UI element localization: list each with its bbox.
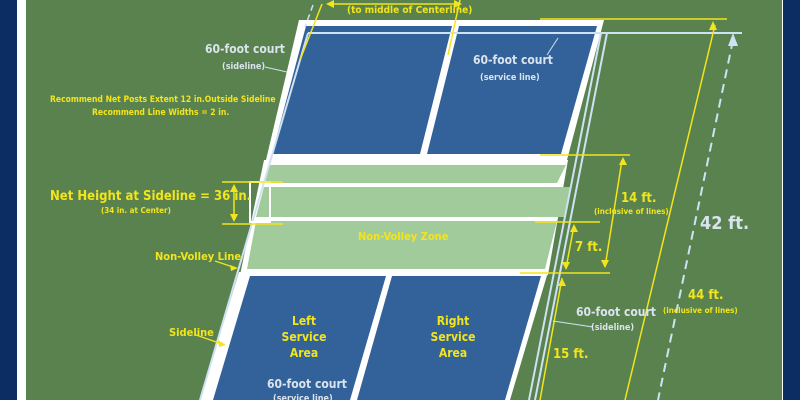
- sixty-foot-service-top-title: 60-foot court: [473, 53, 553, 67]
- forty-four-ft-label: 44 ft.: [688, 288, 723, 303]
- svg-text:Left: Left: [292, 314, 316, 328]
- sideline-pointer: [195, 334, 223, 345]
- sixty-foot-sideline-right-sub: (sideline): [591, 323, 634, 333]
- non-volley-zone-mid: [256, 187, 570, 217]
- top-dimension-sub: (to middle of Centerline): [347, 5, 472, 16]
- sixty-foot-service-bottom-title: 60-foot court: [267, 377, 347, 391]
- near-left-service-area: [213, 276, 386, 400]
- svg-text:Service: Service: [282, 330, 327, 344]
- svg-text:Area: Area: [439, 346, 467, 360]
- sixty-foot-service-top-sub: (service line): [480, 73, 540, 83]
- near-right-service-area: [357, 276, 541, 400]
- far-right-service-area: [427, 26, 597, 154]
- fourteen-ft-sub: (inclusive of lines): [594, 207, 669, 216]
- recommend-lines-note: Recommend Line Widths = 2 in.: [92, 108, 229, 118]
- sixty-foot-sideline-top-title: 60-foot court: [205, 42, 285, 56]
- forty-two-ft-dashed-line: [657, 39, 734, 400]
- net-height-sub: (34 in. at Center): [101, 206, 171, 215]
- fourteen-ft-label: 14 ft.: [621, 191, 656, 206]
- sixty-foot-court-lines: [199, 32, 742, 400]
- sideline-label: Sideline: [169, 326, 214, 339]
- recommend-posts-note: Recommend Net Posts Extent 12 in.Outside…: [50, 95, 276, 105]
- forty-two-ft-label: 42 ft.: [700, 213, 749, 234]
- seven-ft-label: 7 ft.: [575, 240, 602, 255]
- sixty-foot-sideline-right-title: 60-foot court: [576, 305, 656, 319]
- svg-text:Right: Right: [437, 314, 470, 328]
- sixty-foot-service-bottom-sub: (service line): [273, 394, 333, 400]
- non-volley-zone-far: [265, 165, 566, 183]
- non-volley-line-label: Non-Volley Line: [155, 250, 241, 263]
- far-left-service-area: [272, 26, 452, 154]
- court: [200, 20, 604, 400]
- top-dashed-line: [304, 4, 314, 28]
- non-volley-zone-label: Non-Volley Zone: [358, 230, 449, 243]
- non-volley-line-pointer: [214, 260, 237, 269]
- right-service-area-label: Right Service Area: [431, 314, 476, 360]
- sideline-top-pointer: [264, 66, 288, 73]
- fifteen-ft-label: 15 ft.: [553, 347, 588, 362]
- service-line-top-pointer: [546, 37, 559, 56]
- left-service-area-label: Left Service Area: [282, 314, 327, 360]
- net-height-label: Net Height at Sideline = 36 in.: [50, 189, 251, 204]
- svg-text:Area: Area: [290, 346, 318, 360]
- sixty-foot-sideline-top-sub: (sideline): [222, 62, 265, 72]
- non-volley-zone-near: [247, 221, 557, 269]
- svg-text:Service: Service: [431, 330, 476, 344]
- forty-four-ft-sub: (inclusive of lines): [663, 306, 738, 315]
- forty-two-ft-arrowhead: [728, 33, 738, 46]
- sideline-right-pointer: [552, 320, 594, 328]
